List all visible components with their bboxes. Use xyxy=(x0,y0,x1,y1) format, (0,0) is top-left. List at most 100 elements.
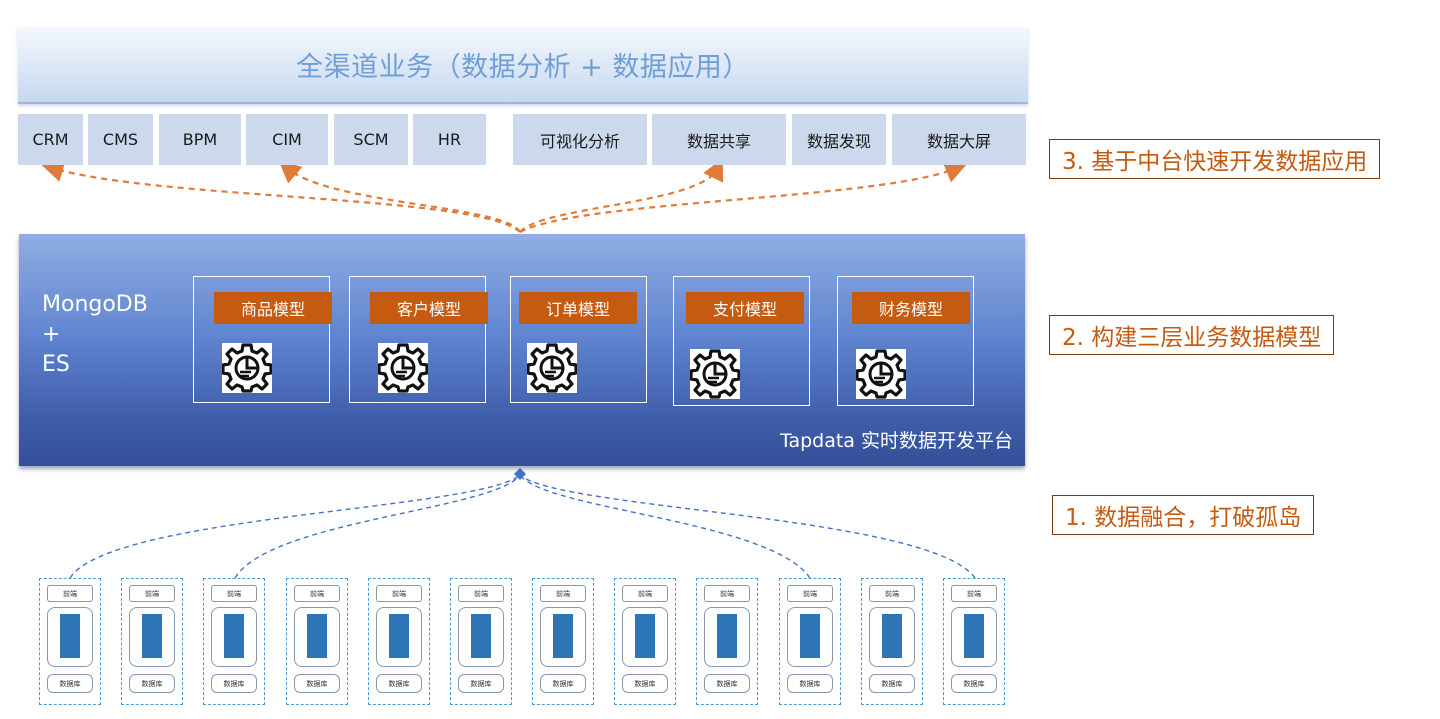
source-front-label: 前端 xyxy=(540,585,586,602)
db-line-es: ES xyxy=(42,352,70,377)
gear-chart-icon xyxy=(690,349,740,399)
source-node: 前端数据库 xyxy=(779,578,841,705)
source-front-label: 前端 xyxy=(129,585,175,602)
source-front-label: 前端 xyxy=(458,585,504,602)
step-3-label: 3. 基于中台快速开发数据应用 xyxy=(1049,139,1381,179)
source-service-box xyxy=(294,607,340,667)
source-front-label: 前端 xyxy=(869,585,915,602)
source-front-label: 前端 xyxy=(704,585,750,602)
source-db-label: 数据库 xyxy=(47,674,93,693)
gear-chart-icon xyxy=(527,343,577,393)
model-label: 订单模型 xyxy=(519,292,637,324)
system-box-hr: HR xyxy=(413,114,486,165)
source-front-label: 前端 xyxy=(787,585,833,602)
source-service-bar xyxy=(224,614,244,658)
gear-chart-icon xyxy=(378,343,428,393)
source-service-bar xyxy=(307,614,327,658)
source-service-bar xyxy=(964,614,984,658)
source-service-box xyxy=(376,607,422,667)
source-front-label: 前端 xyxy=(294,585,340,602)
source-service-box xyxy=(458,607,504,667)
source-node: 前端数据库 xyxy=(861,578,923,705)
source-front-label: 前端 xyxy=(951,585,997,602)
source-service-bar xyxy=(882,614,902,658)
source-node: 前端数据库 xyxy=(614,578,676,705)
platform-caption: Tapdata 实时数据开发平台 xyxy=(779,430,1013,452)
source-node: 前端数据库 xyxy=(121,578,183,705)
source-db-label: 数据库 xyxy=(458,674,504,693)
source-db-label: 数据库 xyxy=(869,674,915,693)
source-db-label: 数据库 xyxy=(376,674,422,693)
source-node: 前端数据库 xyxy=(450,578,512,705)
source-service-bar xyxy=(717,614,737,658)
system-box-data-discovery: 数据发现 xyxy=(792,114,886,165)
source-service-bar xyxy=(471,614,491,658)
model-card-order: 订单模型 xyxy=(510,276,647,403)
source-node: 前端数据库 xyxy=(286,578,348,705)
source-service-box xyxy=(129,607,175,667)
gear-chart-icon xyxy=(222,343,272,393)
source-front-label: 前端 xyxy=(211,585,257,602)
source-node: 前端数据库 xyxy=(532,578,594,705)
source-service-box xyxy=(704,607,750,667)
model-card-finance: 财务模型 xyxy=(837,276,974,406)
db-line-plus: + xyxy=(42,322,61,347)
model-card-product: 商品模型 xyxy=(193,276,332,403)
source-service-box xyxy=(211,607,257,667)
system-box-scm: SCM xyxy=(334,114,408,165)
db-line-mongodb: MongoDB xyxy=(42,292,148,317)
system-box-data-screen: 数据大屏 xyxy=(892,114,1026,165)
arrow-to-crm xyxy=(41,160,521,233)
system-box-crm: CRM xyxy=(18,114,83,165)
source-node: 前端数据库 xyxy=(203,578,265,705)
model-label: 商品模型 xyxy=(214,292,332,324)
arrow-to-screen xyxy=(519,162,968,233)
system-box-bpm: BPM xyxy=(159,114,241,165)
source-front-label: 前端 xyxy=(47,585,93,602)
source-node: 前端数据库 xyxy=(943,578,1005,705)
source-service-bar xyxy=(553,614,573,658)
step-2-label: 2. 构建三层业务数据模型 xyxy=(1049,315,1335,355)
step-1-label: 1. 数据融合，打破孤岛 xyxy=(1052,495,1315,535)
source-node: 前端数据库 xyxy=(368,578,430,705)
system-box-visual-analysis: 可视化分析 xyxy=(513,114,647,165)
source-service-bar xyxy=(60,614,80,658)
source-service-bar xyxy=(800,614,820,658)
banner-title: 全渠道业务（数据分析 + 数据应用） xyxy=(296,52,750,83)
source-db-label: 数据库 xyxy=(129,674,175,693)
top-banner: 全渠道业务（数据分析 + 数据应用） xyxy=(18,27,1028,104)
source-service-box xyxy=(869,607,915,667)
system-box-data-sharing: 数据共享 xyxy=(652,114,786,165)
source-service-box xyxy=(787,607,833,667)
source-front-label: 前端 xyxy=(376,585,422,602)
gear-chart-icon xyxy=(856,349,906,399)
arrow-to-cim xyxy=(278,160,521,233)
db-stack-label: MongoDB + ES xyxy=(42,290,148,380)
system-box-cim: CIM xyxy=(246,114,328,165)
model-label: 财务模型 xyxy=(852,292,970,324)
source-db-label: 数据库 xyxy=(704,674,750,693)
source-service-bar xyxy=(142,614,162,658)
source-service-box xyxy=(47,607,93,667)
source-node: 前端数据库 xyxy=(39,578,101,705)
source-service-box xyxy=(951,607,997,667)
system-box-cms: CMS xyxy=(88,114,153,165)
source-db-label: 数据库 xyxy=(622,674,668,693)
model-card-customer: 客户模型 xyxy=(349,276,488,403)
source-db-label: 数据库 xyxy=(787,674,833,693)
source-db-label: 数据库 xyxy=(294,674,340,693)
source-service-box xyxy=(540,607,586,667)
source-service-box xyxy=(622,607,668,667)
source-db-label: 数据库 xyxy=(540,674,586,693)
model-card-payment: 支付模型 xyxy=(673,276,810,406)
source-node: 前端数据库 xyxy=(696,578,758,705)
source-db-label: 数据库 xyxy=(211,674,257,693)
source-front-label: 前端 xyxy=(622,585,668,602)
arrow-to-share xyxy=(519,158,724,233)
model-label: 支付模型 xyxy=(686,292,804,324)
source-service-bar xyxy=(635,614,655,658)
model-label: 客户模型 xyxy=(370,292,488,324)
source-db-label: 数据库 xyxy=(951,674,997,693)
source-service-bar xyxy=(389,614,409,658)
